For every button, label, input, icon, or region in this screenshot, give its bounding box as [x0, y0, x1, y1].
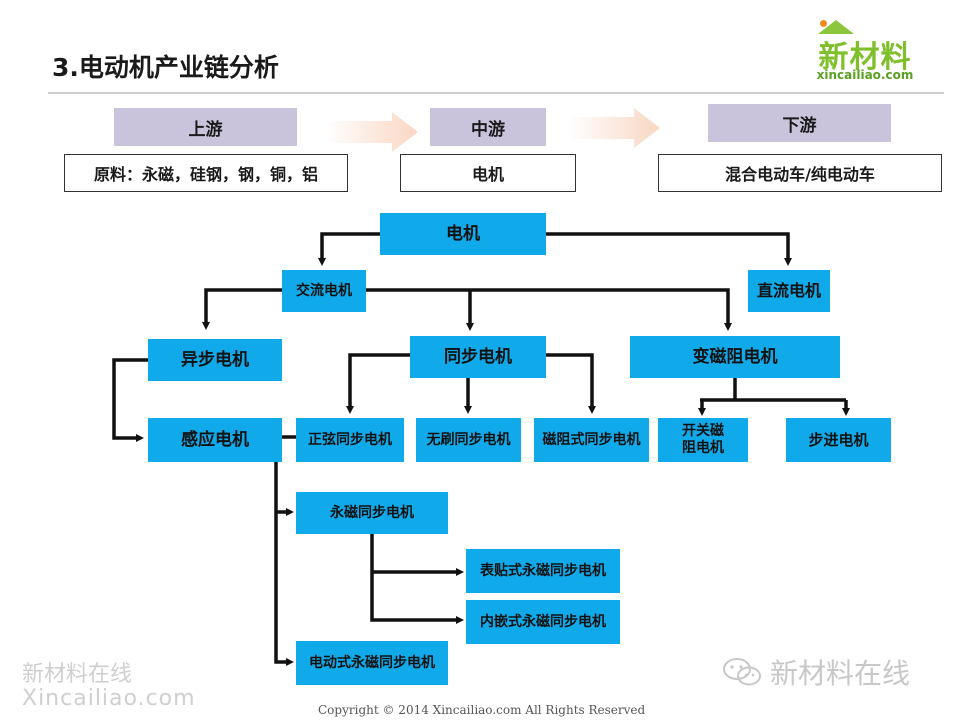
- node-motor: 电机: [380, 213, 546, 255]
- node-reluctance-motor: 变磁阻电机: [630, 336, 840, 378]
- wechat-icon: [723, 658, 761, 686]
- node-reluctance-sync-motor: 磁阻式同步电机: [534, 418, 649, 462]
- brand-logo: 新材料 xincailiao.com: [806, 20, 924, 84]
- node-sine-sync-motor: 正弦同步电机: [296, 418, 404, 462]
- stage-midstream-box: 电机: [400, 154, 576, 192]
- stage-midstream-head: 中游: [430, 108, 546, 146]
- title-divider: [48, 92, 944, 94]
- node-induction-motor: 感应电机: [148, 418, 282, 462]
- node-stepper-motor: 步进电机: [786, 418, 891, 462]
- watermark-left-cn: 新材料在线: [22, 662, 133, 687]
- watermark-right-text: 新材料在线: [770, 657, 911, 690]
- stage-upstream-box: 原料：永磁，硅钢，钢，铜，铝: [64, 154, 348, 192]
- node-surface-pm-sync-motor: 表贴式永磁同步电机: [466, 549, 620, 593]
- stage-downstream-box: 混合电动车/纯电动车: [658, 154, 942, 192]
- house-roof-icon: [818, 20, 854, 34]
- node-sync-motor: 同步电机: [410, 336, 546, 378]
- flow-arrow-icon: [326, 112, 418, 152]
- node-dc-motor: 直流电机: [748, 270, 830, 312]
- watermark-right: 新材料在线: [722, 652, 910, 692]
- logo-text-cn: 新材料: [818, 40, 912, 75]
- stage-upstream-head: 上游: [114, 108, 297, 146]
- copyright-text: Copyright © 2014 Xincailiao.com All Righ…: [318, 703, 646, 717]
- node-electric-pm-sync-motor: 电动式永磁同步电机: [296, 641, 448, 685]
- page-title: 3.电动机产业链分析: [52, 53, 279, 82]
- logo-dot-icon: [820, 20, 827, 27]
- node-async-motor: 异步电机: [148, 339, 282, 381]
- node-pm-sync-motor: 永磁同步电机: [296, 492, 448, 534]
- node-brushless-sync-motor: 无刷同步电机: [416, 418, 521, 462]
- watermark-left-en: Xincailiao.com: [22, 686, 196, 711]
- logo-text-en: xincailiao.com: [816, 68, 914, 82]
- node-switched-reluctance-motor: 开关磁 阻电机: [658, 418, 748, 462]
- node-interior-pm-sync-motor: 内嵌式永磁同步电机: [466, 600, 620, 644]
- flow-arrow-icon: [568, 108, 660, 148]
- stage-downstream-head: 下游: [708, 104, 891, 142]
- node-ac-motor: 交流电机: [282, 270, 366, 312]
